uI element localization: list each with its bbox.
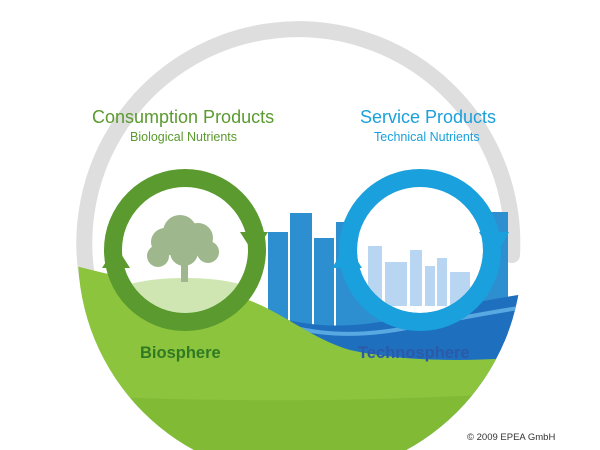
- service-products-title: Service Products: [360, 107, 497, 127]
- copyright-notice: © 2009 EPEA GmbH: [467, 432, 556, 443]
- technical-nutrients-subtitle: Technical Nutrients: [374, 130, 480, 144]
- technical-cycle: [332, 169, 509, 331]
- circular-arrows-icon: [104, 169, 266, 331]
- outer-cycle-ring: [76, 21, 521, 308]
- biosphere-label: Biosphere: [140, 344, 221, 362]
- consumption-products-title: Consumption Products: [92, 107, 275, 127]
- technosphere-label: Technosphere: [358, 344, 470, 362]
- biological-nutrients-subtitle: Biological Nutrients: [130, 130, 237, 144]
- biological-cycle: [102, 169, 268, 331]
- tree-icon: [147, 215, 219, 282]
